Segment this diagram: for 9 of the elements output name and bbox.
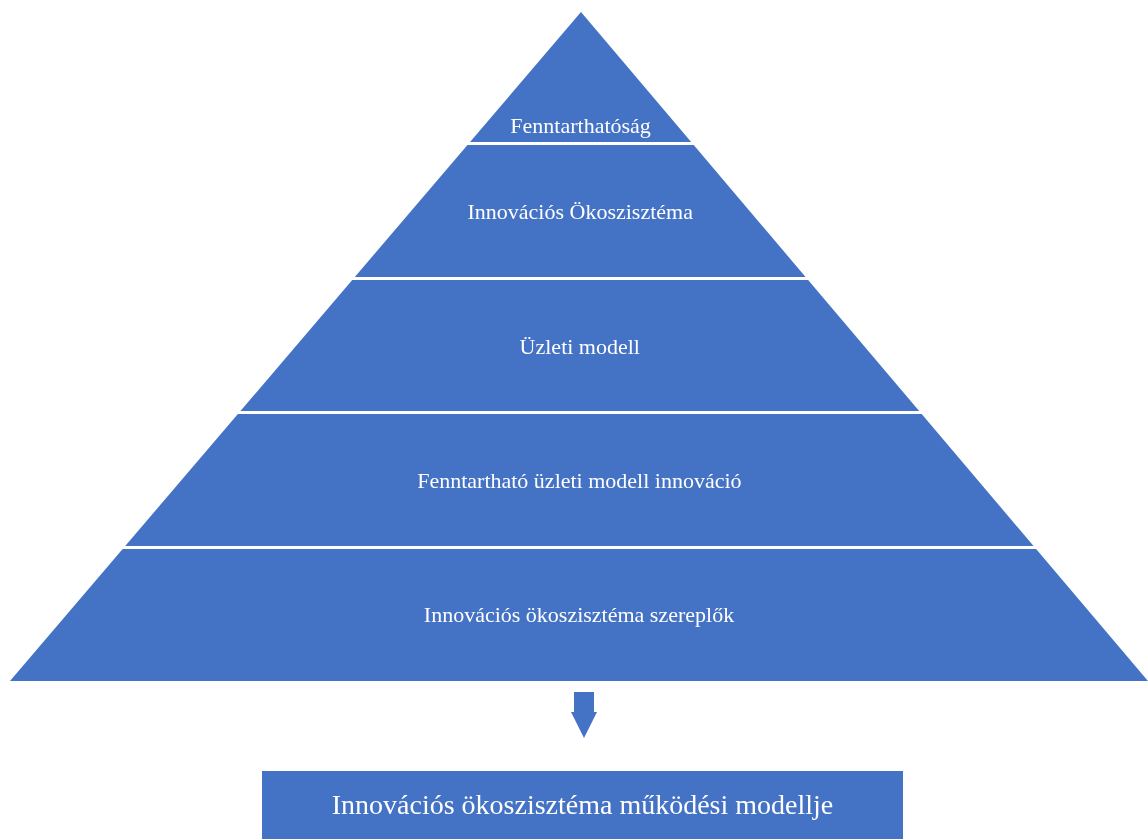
result-label: Innovációs ökoszisztéma működési modellje [331, 789, 834, 821]
layer-label: Innovációs ökoszisztéma szereplők [423, 602, 735, 628]
result-box [262, 771, 903, 839]
pyramid-layer [10, 549, 1148, 681]
block-arrow [571, 692, 597, 738]
layer-label: Fenntartható üzleti modell innováció [417, 468, 742, 494]
layer-label: Fenntarthatóság [510, 113, 651, 139]
layer-label: Üzleti modell [519, 334, 640, 360]
layer-label: Innovációs Ökoszisztéma [467, 199, 693, 225]
